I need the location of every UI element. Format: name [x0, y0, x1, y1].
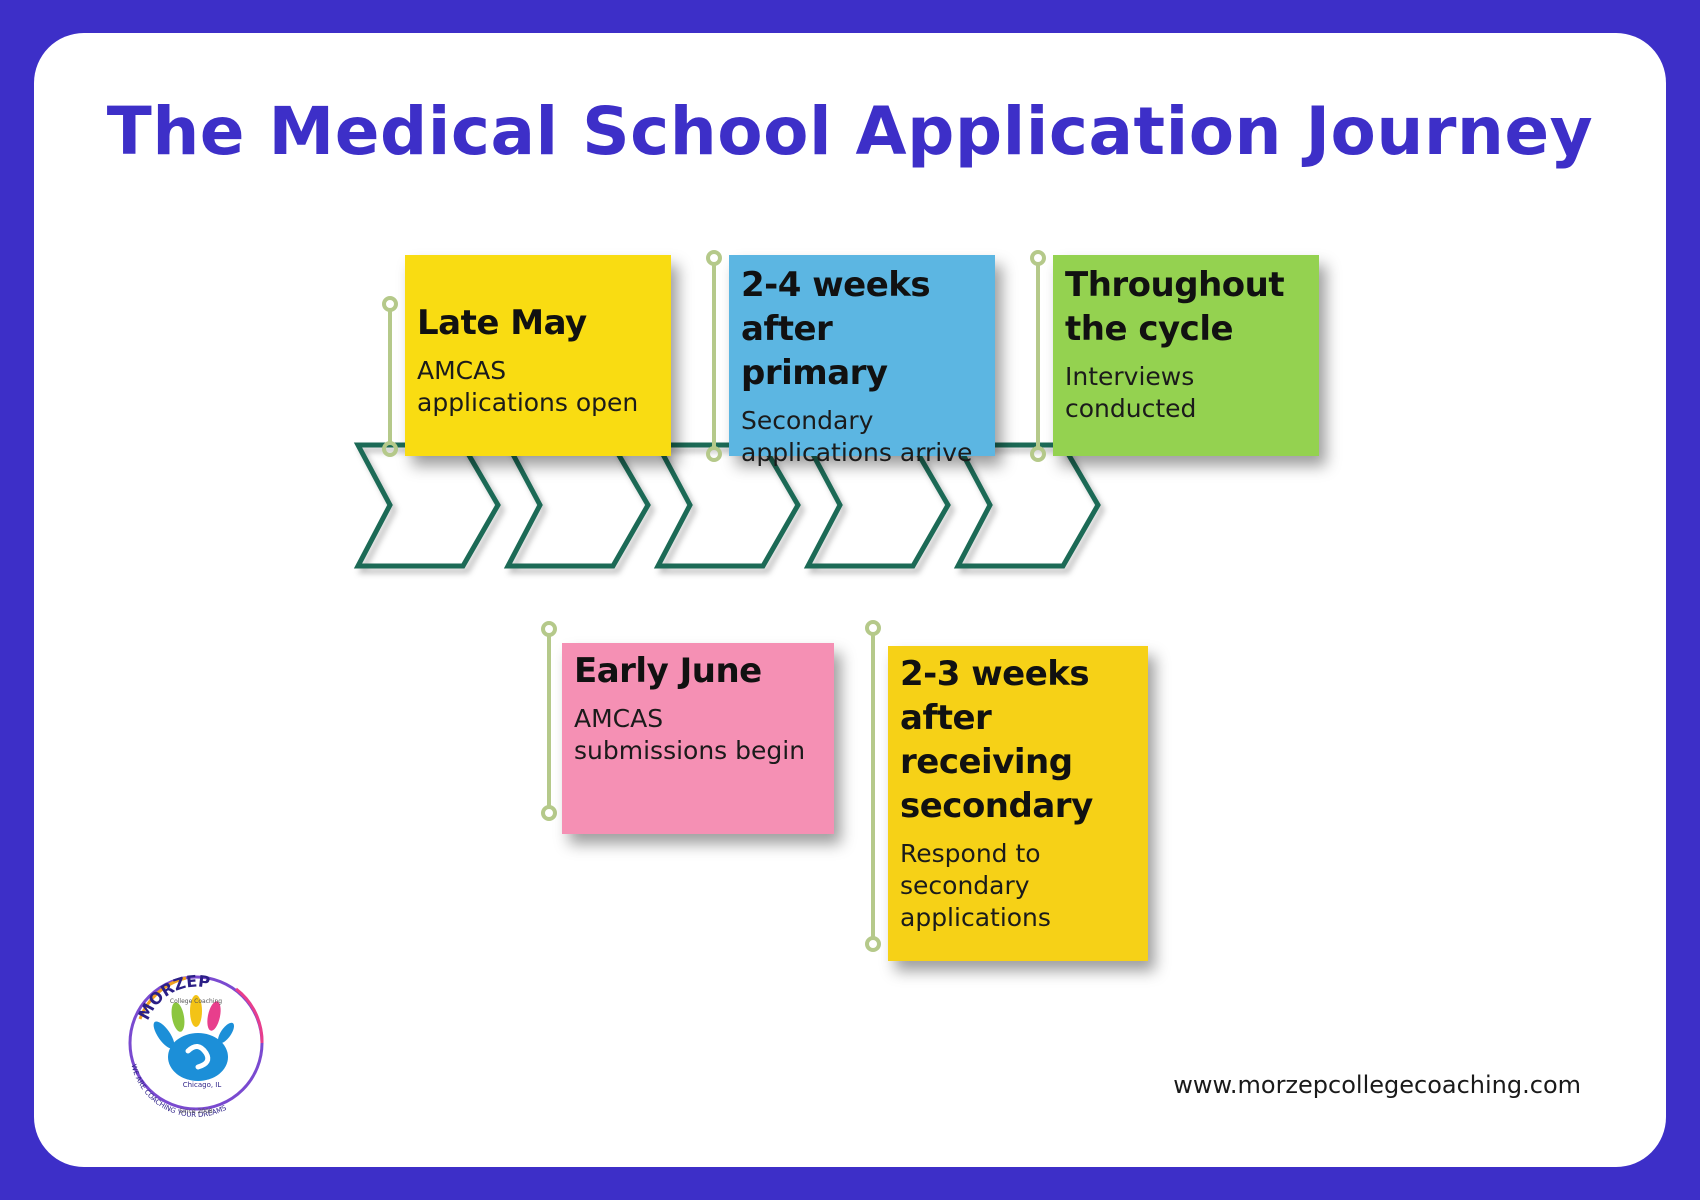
pin-early-june — [541, 621, 557, 821]
morzep-logo: MORZEP College Coaching Chicago, IL WE A… — [128, 971, 264, 1119]
step-heading: Early June — [574, 651, 762, 691]
chevron-arrow — [503, 442, 651, 569]
pin-2-3-weeks — [865, 620, 881, 952]
step-description: Secondary applications arrive — [741, 406, 973, 467]
step-note-early-june: Early June AMCAS submissions begin — [562, 643, 834, 834]
step-description: AMCAS applications open — [417, 356, 639, 417]
chevron-arrows — [353, 442, 1101, 569]
step-heading: Late May — [417, 303, 587, 343]
step-note-throughout: Throughout the cycle Interviews conducte… — [1053, 255, 1319, 456]
website-url: www.morzepcollegecoaching.com — [1173, 1071, 1581, 1099]
step-heading: 2-4 weeks after primary — [741, 265, 931, 393]
pin-throughout — [1030, 250, 1046, 462]
pin-2-4-weeks — [706, 250, 722, 462]
step-note-late-may: Late May AMCAS applications open — [405, 255, 671, 456]
step-note-2-3-weeks: 2-3 weeks after receiving secondary Resp… — [888, 646, 1148, 961]
step-note-2-4-weeks: 2-4 weeks after primary Secondary applic… — [729, 255, 995, 467]
step-heading: 2-3 weeks after receiving secondary — [900, 654, 1093, 826]
step-description: AMCAS submissions begin — [574, 704, 806, 765]
pin-late-may — [382, 296, 398, 457]
timeline-graphic — [353, 250, 1101, 952]
logo-tagline: College Coaching — [170, 998, 222, 1005]
page-title: The Medical School Application Journey — [106, 93, 1594, 170]
step-description: Respond to secondary applications — [900, 839, 1051, 932]
logo-location: Chicago, IL — [183, 1081, 222, 1089]
logo-since: Since 2008 — [179, 1108, 213, 1115]
infographic-card: The Medical School Application Journey — [34, 33, 1666, 1167]
chevron-arrow — [353, 442, 501, 569]
step-description: Interviews conducted — [1065, 362, 1197, 423]
step-heading: Throughout the cycle — [1065, 265, 1285, 349]
